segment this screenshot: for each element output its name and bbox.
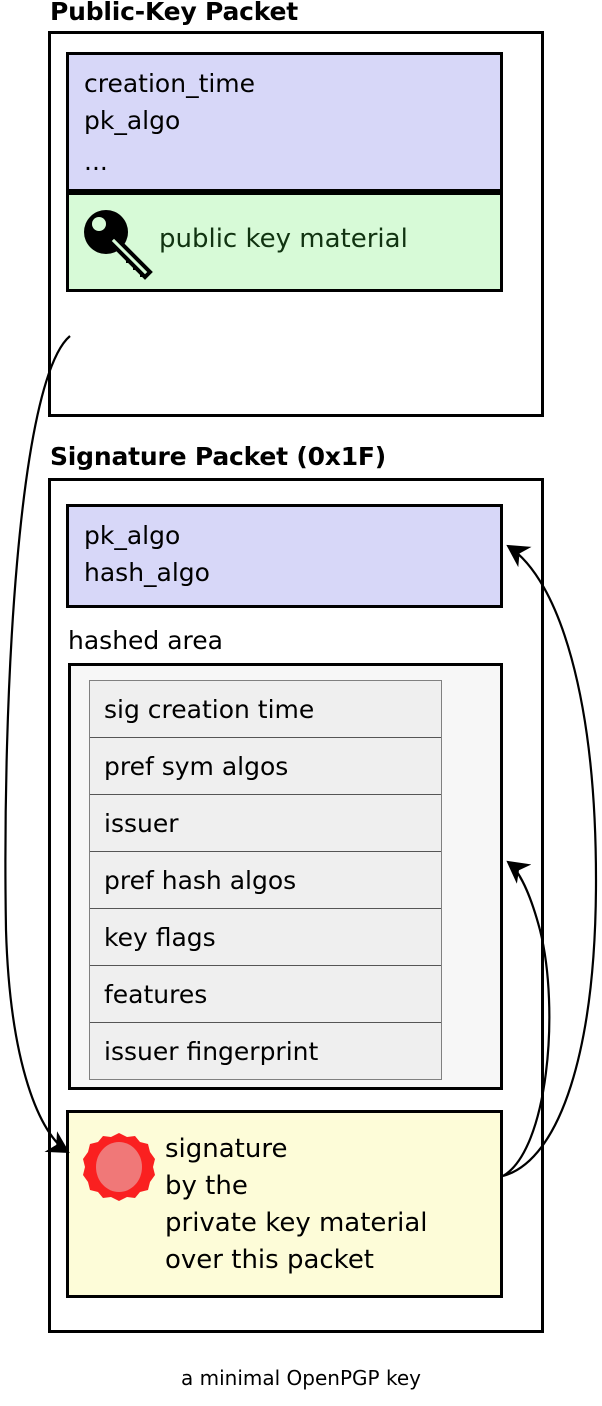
subpacket-row: features [90,966,441,1023]
subpacket-row: sig creation time [90,681,441,738]
hashed-area-box: sig creation time pref sym algos issuer pre… [68,663,503,1090]
signature-fields-box: pk_algo hash_algo [66,504,503,608]
subpacket-row: issuer fingerprint [90,1023,441,1080]
signature-packet-title: Signature Packet (0x1F) [50,442,387,471]
public-key-packet-title: Public-Key Packet [50,0,299,26]
signature-value-text: signature by the private key material ov… [165,1134,428,1275]
public-key-fields-text: creation_time pk_algo [84,69,256,135]
subpacket-label: key flags [104,922,216,952]
subpacket-label: sig creation time [104,694,315,724]
subpacket-label: issuer [104,808,179,838]
key-icon [84,210,153,280]
diagram-caption: a minimal OpenPGP key [181,1366,421,1390]
public-key-material-box: public key material [66,192,503,292]
subpacket-row: key flags [90,909,441,966]
hashed-area-label: hashed area [68,626,223,655]
public-key-fields-ellipsis: ... [84,147,108,176]
subpacket-label: pref hash algos [104,865,297,895]
subpacket-label: issuer fingerprint [104,1036,319,1066]
subpacket-row: pref hash algos [90,852,441,909]
subpacket-label: pref sym algos [104,751,289,781]
subpacket-row: pref sym algos [90,738,441,795]
wax-seal-icon [83,1133,155,1201]
subpacket-row: issuer [90,795,441,852]
subpacket-label: features [104,979,208,1009]
public-key-material-label: public key material [159,224,408,254]
signature-fields-text: pk_algo hash_algo [84,521,210,587]
subpacket-table: sig creation time pref sym algos issuer pre… [89,680,442,1080]
public-key-fields-box: creation_time pk_algo ... [66,52,503,192]
signature-value-box: signature by the private key material ov… [66,1110,503,1298]
